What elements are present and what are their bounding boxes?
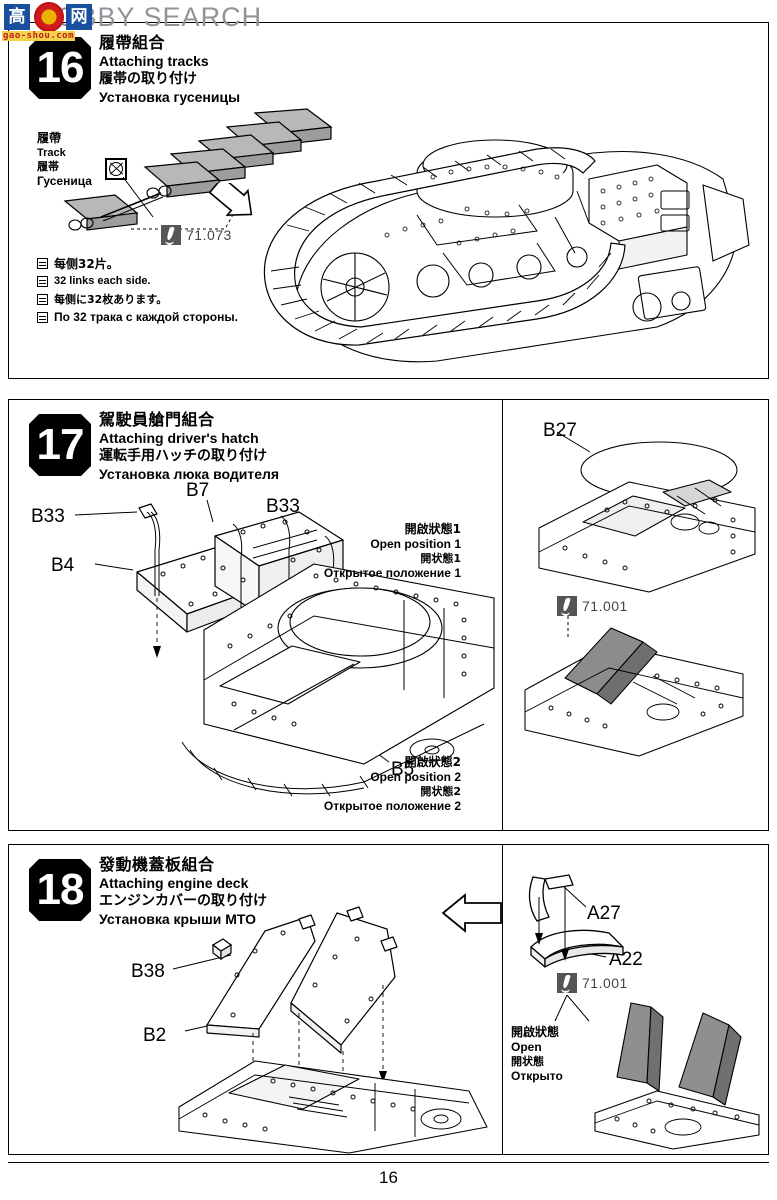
note-book-icon [37,257,48,269]
part-label-b5: B5 [391,759,415,780]
open-pos-2-jp: 開状態2 [420,785,461,798]
track-caption-ru: Гусеница [37,174,92,188]
cement-brush-icon [557,973,577,993]
transfer-arrow-18 [441,893,502,933]
tank-hull-illustration-18 [178,1060,488,1154]
engine-deck-plates-diagram [206,906,398,1085]
step-title-ru-17: Установка люка водителя [99,466,280,482]
cement-brush-icon [557,596,577,616]
step-title-ru-16: Установка гусеницы [99,89,241,105]
step-number-17: 17 [36,420,85,469]
open-state-cn: 開啟狀態 [511,1025,560,1039]
open-position-2-caption: 開啟狀態2 Open position 2 開状態2 Открытое поло… [9,755,461,814]
open-position-1-caption: 開啟狀態1 Open position 1 開状態1 Открытое поло… [9,522,461,581]
part-label-b38: B38 [131,961,165,982]
open-state-caption-18: 開啟狀態 Open 開状態 Открыто [511,1025,563,1084]
step-title-ru-18: Установка крыши МТО [99,911,256,927]
step-title-en-18: Attaching engine deck [99,875,249,891]
part-label-b4: B4 [51,555,75,576]
track-caption-cn: 履帶 [37,131,62,145]
engine-deck-open-diagram [594,1002,760,1150]
note-row: По 32 трака с каждой стороны. [37,309,238,325]
part-label-b7: B7 [186,480,210,501]
note-text: По 32 трака с каждой стороны. [54,310,238,324]
part-label-b2: B2 [143,1025,167,1046]
open-pos-1-ru: Открытое положение 1 [323,566,461,580]
note-row: 每侧に32枚あります。 [37,291,238,307]
open-pos-2-en: Open position 2 [370,770,461,784]
a27-a22-subassembly-diagram [528,874,624,968]
no-cement-leader-line [122,176,154,218]
step-title-cn-16: 履帶組合 [99,33,166,52]
step-title-jp-16: 履帯の取り付け [99,71,197,87]
note-text: 每侧32片。 [54,256,119,271]
track-caption-jp: 履帯 [37,160,59,173]
track-part-caption: 履帶 Track 履帯 Гусеница [37,131,92,189]
panel-17-divider [502,400,503,830]
open-pos-2-cn: 開啟狀態2 [404,755,461,769]
track-links-diagram [63,108,333,231]
part-label-a27: A27 [587,903,621,924]
note-book-icon [37,275,48,287]
cement-marker-16: 71.073 [161,225,232,245]
step-title-en-17: Attaching driver's hatch [99,430,259,446]
no-cement-icon [105,158,127,180]
footer-rule [8,1162,769,1163]
step-panel-18: 18 發動機蓋板組合 Attaching engine deck エンジンカバー… [8,844,769,1155]
cement-brush-icon [161,225,181,245]
note-text: 32 links each side. [54,275,151,287]
cement-code-18: 71.001 [582,975,628,991]
page-number: 16 [379,1168,398,1187]
open-pos-1-jp: 開状態1 [420,552,461,565]
open-pos-1-en: Open position 1 [370,537,461,551]
step-title-jp-18: エンジンカバーの取り付け [99,893,267,909]
cement-leader-lines-18 [554,995,590,1022]
note-book-icon [37,311,48,323]
open-position-1-diagram [538,441,756,593]
track-caption-en: Track [37,147,66,159]
step-panel-16: 16 履帶組合 Attaching tracks 履帯の取り付け Установ… [8,22,769,379]
note-text: 每侧に32枚あります。 [54,293,168,306]
note-row: 每侧32片。 [37,255,238,271]
step-number-18: 18 [36,865,85,914]
open-pos-2-ru: Открытое положение 2 [323,799,461,813]
part-leader-line-b27 [556,431,591,453]
step-number-16: 16 [36,43,85,92]
step-title-jp-17: 運転手用ハッチの取り付け [99,448,267,464]
open-pos-1-cn: 開啟狀態1 [404,522,461,536]
cement-marker-17: 71.001 [557,596,628,616]
notes-list-16: 每侧32片。 32 links each side. 每侧に32枚あります。 П… [37,255,238,327]
tank-hull-illustration-16 [263,139,750,363]
note-row: 32 links each side. [37,273,238,289]
assembly-arrow-16 [208,183,253,216]
b38-bracket-part [211,938,233,961]
step-title-en-16: Attaching tracks [99,53,209,69]
part-label-b27: B27 [543,420,577,441]
cement-marker-18: 71.001 [557,973,628,993]
step-panel-17: 17 駕駛員艙門組合 Attaching driver's hatch 運転手用… [8,399,769,831]
cement-code-17: 71.001 [582,598,628,614]
step-title-cn-18: 發動機蓋板組合 [99,855,215,874]
note-book-icon [37,293,48,305]
part-label-b33-right: B33 [266,496,300,517]
part-label-b33-upper: B33 [31,506,65,527]
open-position-2-diagram [524,627,744,757]
step-title-cn-17: 駕駛員艙門組合 [99,410,215,429]
panel-18-divider [502,845,503,1154]
tank-hull-illustration-17 [181,563,495,797]
cement-leader-line-17 [567,616,569,638]
open-state-jp: 開状態 [511,1055,544,1068]
cement-code-16: 71.073 [186,227,232,243]
open-state-en: Open [511,1040,542,1054]
open-state-ru: Открыто [511,1069,563,1083]
